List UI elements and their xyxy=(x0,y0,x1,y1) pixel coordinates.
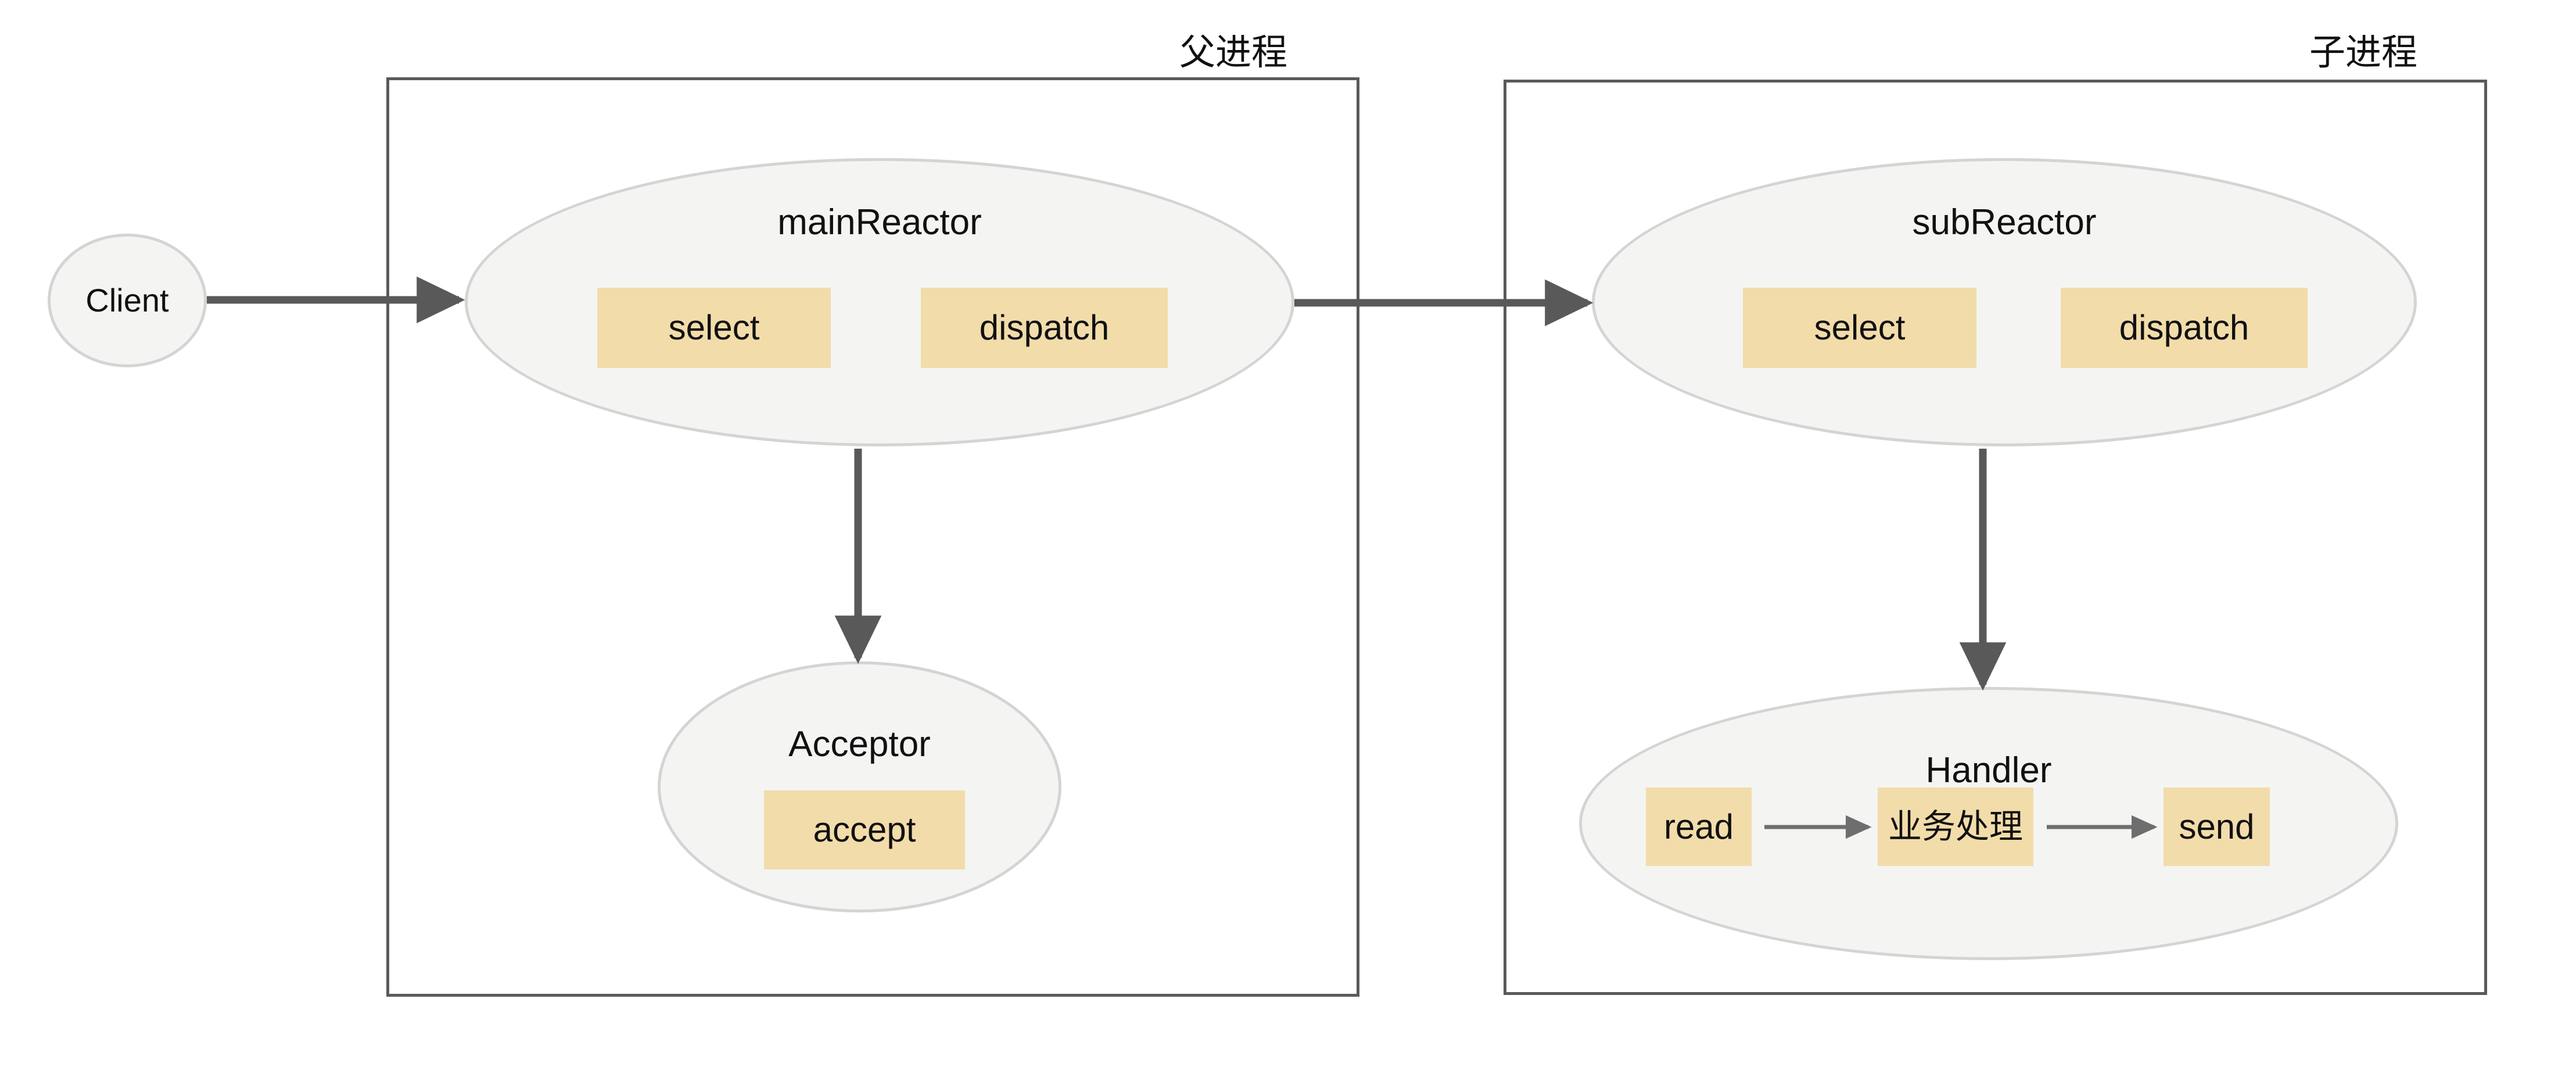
node-acceptor-label: Acceptor xyxy=(788,724,931,764)
node-handler-label: Handler xyxy=(1925,750,2052,790)
node-client-label: Client xyxy=(85,282,169,318)
node-acceptor[interactable] xyxy=(658,661,1061,912)
chip-subreactor-select[interactable]: select xyxy=(1743,288,1976,368)
container-child-process-label: 子进程 xyxy=(2309,33,2418,73)
chip-subreactor-dispatch[interactable]: dispatch xyxy=(2061,288,2308,368)
node-mainreactor-label: mainReactor xyxy=(777,202,982,242)
node-client[interactable] xyxy=(48,234,207,367)
chip-handler-business-process[interactable]: 业务处理 xyxy=(1878,788,2033,866)
container-child-process xyxy=(1504,80,2487,995)
chip-handler-send[interactable]: send xyxy=(2164,788,2270,866)
chip-mainreactor-dispatch[interactable]: dispatch xyxy=(921,288,1168,368)
chip-handler-read[interactable]: read xyxy=(1646,788,1752,866)
container-parent-process xyxy=(386,77,1359,997)
container-parent-process-label: 父进程 xyxy=(1179,33,1288,73)
node-subreactor-label: subReactor xyxy=(1912,202,2097,242)
chip-acceptor-accept[interactable]: accept xyxy=(764,790,965,869)
chip-mainreactor-select[interactable]: select xyxy=(597,288,831,368)
